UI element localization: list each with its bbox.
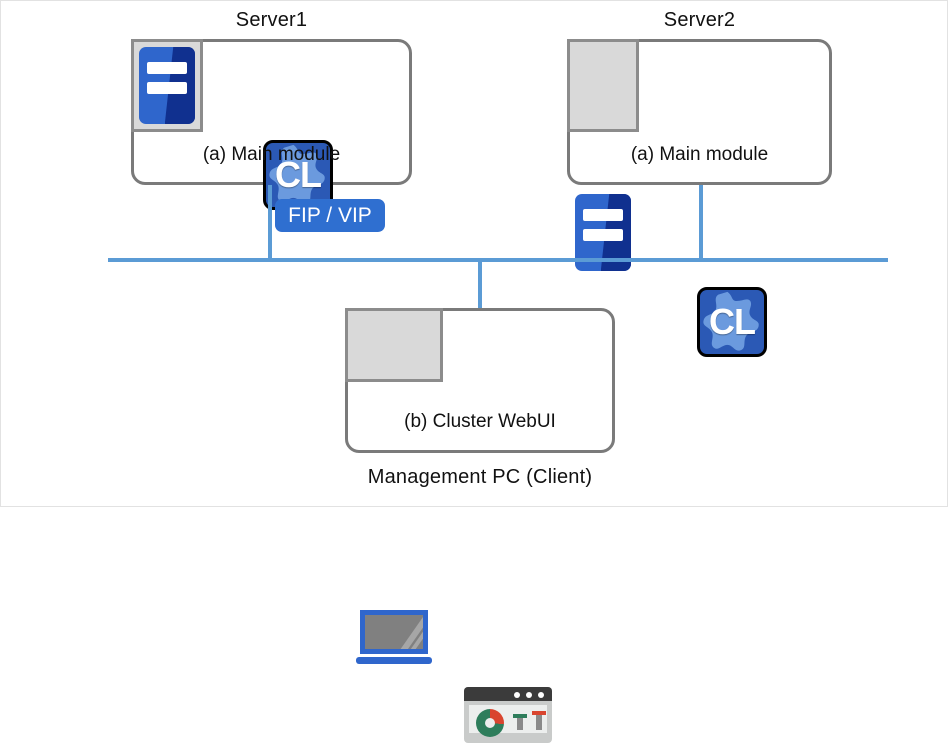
server1-main-module-label: (a) Main module — [202, 144, 341, 165]
server2-icon-plate — [567, 39, 639, 132]
server2-network-drop — [699, 185, 703, 262]
cluster-webui-label: (b) Cluster WebUI — [404, 411, 556, 432]
laptop-icon — [353, 608, 435, 670]
cluster-cl-icon: CL — [697, 287, 767, 357]
server-icon — [139, 47, 195, 124]
browser-dashboard-icon — [464, 687, 552, 743]
server2-title: Server2 — [663, 9, 736, 31]
network-bus-line — [108, 258, 888, 262]
management-pc-icon-plate — [345, 308, 443, 382]
cl-icon-text: CL — [709, 301, 756, 342]
server1-network-drop — [268, 185, 272, 262]
cl-icon-text: CL — [275, 154, 322, 195]
server1-title: Server1 — [235, 9, 308, 31]
server2-main-module-label: (a) Main module — [630, 144, 769, 165]
management-pc-network-drop — [478, 260, 482, 308]
management-pc-caption: Management PC (Client) — [367, 466, 593, 488]
fip-vip-badge: FIP / VIP — [275, 199, 385, 232]
